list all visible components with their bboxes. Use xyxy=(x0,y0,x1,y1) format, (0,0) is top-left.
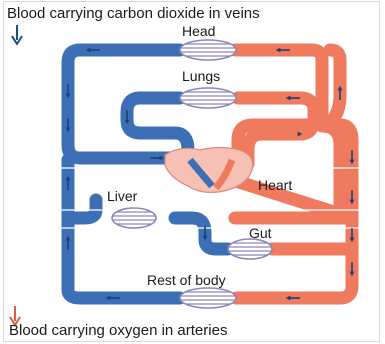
gut-capillary-bed xyxy=(228,239,272,259)
liver-label: Liver xyxy=(107,188,138,204)
gut-label: Gut xyxy=(249,225,272,241)
heart-shape xyxy=(165,148,253,193)
head-label: Head xyxy=(182,23,215,39)
rest-of-body-capillary-bed xyxy=(180,288,236,308)
lungs-capillary-bed xyxy=(180,88,236,108)
lungs-label: Lungs xyxy=(182,68,220,84)
heart-label: Heart xyxy=(258,177,292,193)
artery-outer-head xyxy=(328,50,340,125)
liver-capillary-bed xyxy=(112,208,156,228)
rest-of-body-label: Rest of body xyxy=(147,272,226,288)
hepatic-portal-vein xyxy=(175,218,228,249)
head-capillary-bed xyxy=(180,40,236,60)
